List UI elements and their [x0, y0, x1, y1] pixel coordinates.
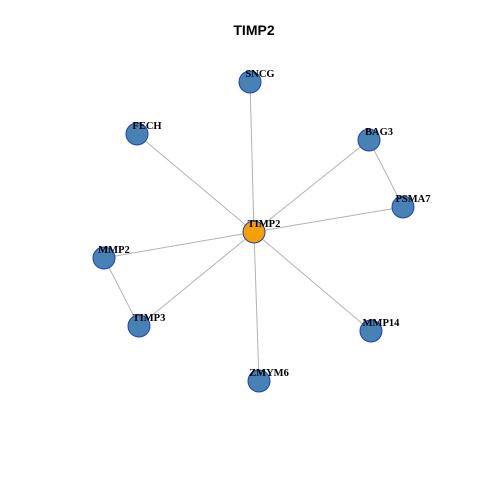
node-label: BAG3 — [365, 127, 393, 138]
edge-timp2-mmp2 — [103, 231, 255, 259]
node-circle — [391, 195, 415, 219]
node-circle — [92, 246, 116, 270]
node-timp3: TIMP3 — [127, 313, 166, 338]
edge-timp2-sncg — [249, 81, 255, 233]
node-mmp2: MMP2 — [92, 245, 130, 270]
edge-timp2-mmp14 — [253, 231, 372, 332]
node-sncg: SNCG — [238, 69, 275, 94]
node-bag3: BAG3 — [357, 127, 393, 152]
node-timp2: TIMP2 — [242, 219, 281, 244]
edge-timp2-zmym6 — [253, 231, 260, 382]
node-label: TIMP3 — [133, 313, 166, 324]
node-zmym6: ZMYM6 — [247, 368, 289, 393]
node-circle — [357, 128, 381, 152]
edge-mmp2-timp3 — [103, 257, 140, 327]
node-circle — [125, 122, 149, 146]
node-circle — [247, 369, 271, 393]
node-label: FECH — [132, 121, 161, 132]
edge-timp2-psma7 — [253, 206, 404, 233]
node-circle — [242, 220, 266, 244]
edge-timp2-fech — [136, 133, 255, 233]
edge-timp2-timp3 — [138, 231, 255, 327]
node-label: SNCG — [245, 69, 274, 80]
node-fech: FECH — [125, 121, 162, 146]
node-mmp14: MMP14 — [359, 318, 400, 343]
node-circle — [359, 319, 383, 343]
node-label: TIMP2 — [248, 219, 281, 230]
node-circle — [238, 70, 262, 94]
edge-timp2-bag3 — [253, 139, 370, 233]
edge-layer — [103, 81, 404, 382]
node-label: MMP14 — [363, 318, 400, 329]
node-circle — [127, 314, 151, 338]
graph-title: TIMP2 — [233, 22, 274, 38]
node-psma7: PSMA7 — [391, 194, 431, 219]
node-label: MMP2 — [98, 245, 130, 256]
node-label: PSMA7 — [396, 194, 431, 205]
edge-bag3-psma7 — [368, 139, 404, 208]
node-label: ZMYM6 — [249, 368, 289, 379]
